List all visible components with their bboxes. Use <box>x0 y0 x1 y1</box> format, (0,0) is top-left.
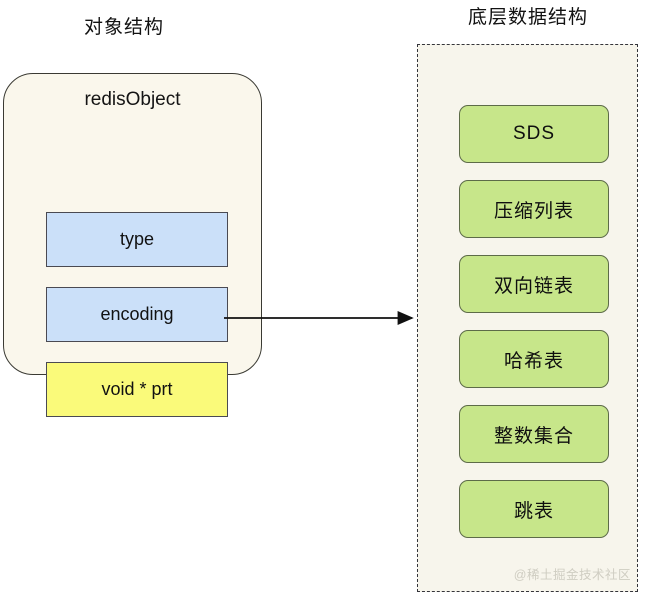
ds-item-skiplist: 跳表 <box>459 480 609 538</box>
ds-item-linkedlist: 双向链表 <box>459 255 609 313</box>
ds-item-sds: SDS <box>459 105 609 163</box>
watermark: @稀土掘金技术社区 <box>513 568 631 582</box>
ds-item-hashtable: 哈希表 <box>459 330 609 388</box>
left-panel-title: 对象结构 <box>83 17 164 38</box>
field-type: type <box>46 212 228 267</box>
data-structure-panel: SDS 压缩列表 双向链表 哈希表 整数集合 跳表 @稀土掘金技术社区 <box>417 44 638 592</box>
ds-item-intset: 整数集合 <box>459 405 609 463</box>
field-void-pointer: void * prt <box>46 362 228 417</box>
pointer-arrow-icon <box>224 310 414 326</box>
field-encoding: encoding <box>46 287 228 342</box>
redis-object-card: redisObject type encoding void * prt <box>3 73 262 417</box>
right-panel-title: 底层数据结构 <box>467 7 588 28</box>
redis-object-heading: redisObject <box>84 89 181 110</box>
ds-item-ziplist: 压缩列表 <box>459 180 609 238</box>
